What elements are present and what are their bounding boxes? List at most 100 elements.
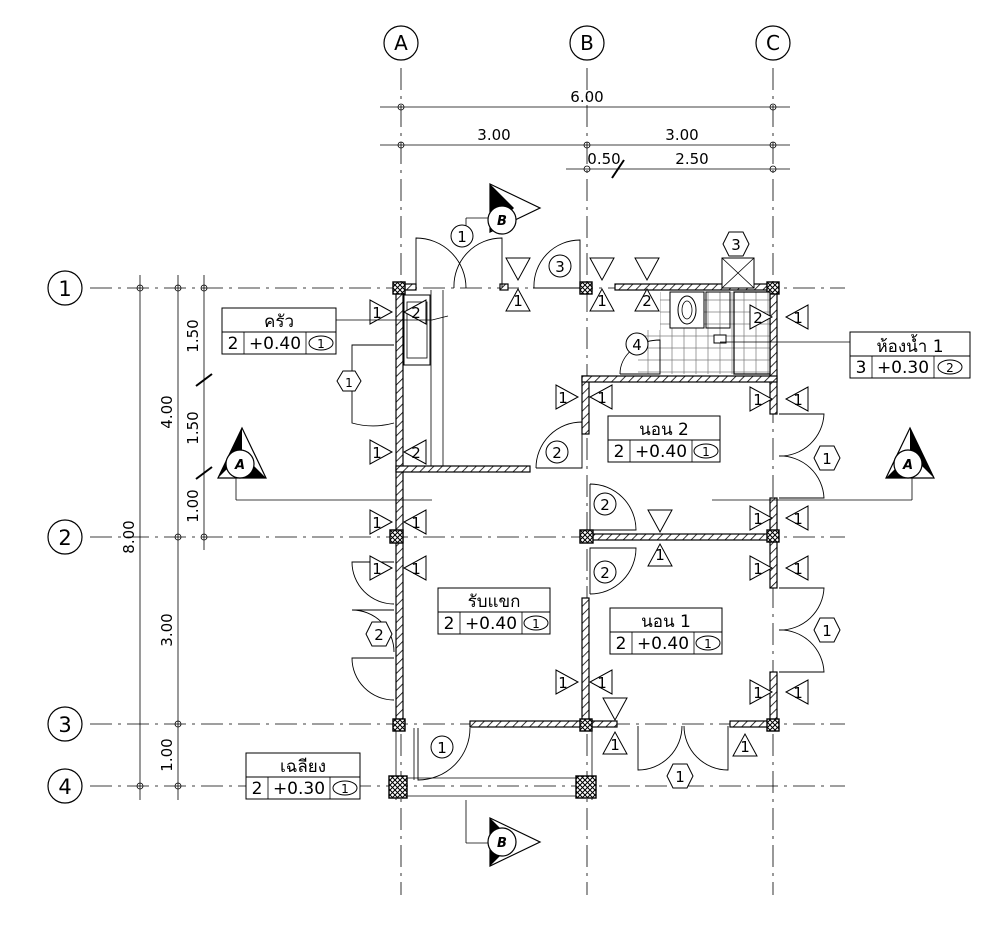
svg-text:1: 1 [704, 637, 712, 651]
room-name-bedroom-1: นอน 1 [641, 612, 691, 632]
svg-text:3: 3 [856, 358, 867, 378]
window-tag-living-left: 2 [365, 621, 393, 647]
svg-text:2: 2 [552, 444, 562, 462]
door-tag-2-kitchen: 2 [545, 440, 569, 464]
svg-text:2: 2 [946, 361, 954, 375]
room-tag-bedroom-2: นอน 2 2 +0.40 1 [607, 415, 721, 463]
room-name-living: รับแขก [468, 592, 521, 612]
door-tag-1-porch: 1 [430, 735, 454, 759]
leader-lines [336, 315, 850, 343]
svg-text:1: 1 [597, 389, 607, 407]
svg-text:2: 2 [411, 444, 421, 462]
svg-text:2: 2 [252, 779, 263, 799]
svg-text:1: 1 [513, 292, 523, 310]
dim-b-large: 2.50 [675, 150, 708, 168]
svg-text:1: 1 [597, 674, 607, 692]
svg-text:1: 1 [753, 684, 763, 702]
svg-text:2: 2 [228, 334, 239, 354]
grid-bubble-2: 2 [47, 519, 83, 555]
svg-text:4: 4 [632, 336, 642, 354]
section-label-a-right: A [902, 458, 913, 473]
room-tag-living: รับแขก 2 +0.40 1 [437, 587, 551, 635]
grid-bubble-b: B [569, 25, 605, 61]
svg-text:1: 1 [793, 560, 803, 578]
svg-text:+0.40: +0.40 [249, 334, 301, 354]
dim-b-small: 0.50 [587, 150, 620, 168]
svg-text:1: 1 [610, 736, 620, 754]
svg-text:1: 1 [437, 739, 447, 757]
section-marker-a-right: A [885, 426, 935, 479]
room-tag-kitchen: ครัว 2 +0.40 1 [221, 307, 337, 355]
svg-text:2: 2 [642, 292, 652, 310]
section-label-b-top: B [497, 214, 507, 229]
svg-text:3: 3 [731, 236, 741, 254]
grid-bubble-a: A [383, 25, 419, 61]
svg-text:2: 2 [600, 496, 610, 514]
dim-sub-1: 1.50 [184, 319, 202, 352]
left-dimensions: 8.00 4.00 1.50 1.50 1.00 3.00 1.00 [120, 275, 213, 800]
svg-text:1: 1 [597, 292, 607, 310]
svg-text:1: 1 [411, 560, 421, 578]
door-tag-2-bed2: 2 [593, 492, 617, 516]
section-marker-a-left: A [217, 426, 267, 479]
door-tag-2-bed1: 2 [593, 560, 617, 584]
svg-text:1: 1 [753, 560, 763, 578]
grid-label-2: 2 [58, 526, 71, 550]
svg-text:2: 2 [616, 634, 627, 654]
dim-sub-2: 1.50 [184, 411, 202, 444]
svg-text:1: 1 [793, 391, 803, 409]
door-tag-4: 4 [625, 332, 649, 356]
svg-text:3: 3 [555, 258, 565, 276]
grid-label-1: 1 [58, 277, 71, 301]
window-tags: 1 2 3 1 1 1 [336, 231, 841, 789]
dim-overall-depth: 8.00 [120, 520, 138, 553]
window-tag-bed2-right: 1 [813, 445, 841, 471]
wall-marker: 1 [647, 509, 673, 567]
svg-text:1: 1 [317, 337, 325, 351]
svg-text:2: 2 [444, 614, 455, 634]
door-tag-3: 3 [548, 254, 572, 278]
room-name-porch: เฉลียง [280, 757, 326, 777]
svg-text:2: 2 [753, 309, 763, 327]
grid-label-b: B [580, 31, 594, 55]
svg-text:1: 1 [345, 376, 353, 390]
svg-text:2: 2 [374, 626, 384, 644]
room-name-bedroom-2: นอน 2 [639, 420, 689, 440]
svg-text:1: 1 [753, 510, 763, 528]
wall-marker: 1 [505, 257, 531, 312]
door-tag-1-top: 1 [450, 224, 474, 248]
grid-bubble-c: C [755, 25, 791, 61]
section-label-a-left: A [234, 458, 245, 473]
grid-label-3: 3 [58, 713, 71, 737]
dim-overall-width: 6.00 [570, 88, 603, 106]
svg-text:1: 1 [655, 546, 665, 564]
svg-text:1: 1 [372, 514, 382, 532]
dim-3-4: 1.00 [158, 738, 176, 771]
grid-bubble-1: 1 [47, 270, 83, 306]
svg-text:1: 1 [457, 228, 467, 246]
wall-marker: 1 [732, 732, 758, 757]
dim-sub-3: 1.00 [184, 489, 202, 522]
svg-text:1: 1 [822, 450, 832, 468]
svg-text:2: 2 [614, 442, 625, 462]
svg-text:1: 1 [558, 389, 568, 407]
doors [351, 237, 825, 781]
columns [388, 281, 780, 799]
svg-text:+0.40: +0.40 [637, 634, 689, 654]
svg-text:1: 1 [822, 622, 832, 640]
section-marker-b-bottom: B [487, 817, 542, 867]
svg-text:1: 1 [341, 782, 349, 796]
window-tag-bottom: 1 [666, 763, 694, 789]
